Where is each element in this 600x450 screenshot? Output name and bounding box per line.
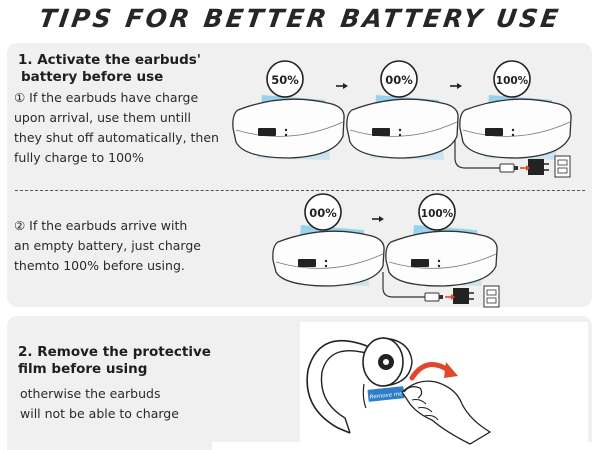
- section2-text: otherwise the earbuds will not be able t…: [20, 384, 220, 424]
- section1-heading-line1: 1. Activate the earbuds': [18, 52, 201, 68]
- section1-heading-line2: battery before use: [21, 69, 164, 85]
- charging-cable-icon: [454, 140, 571, 178]
- step-arrow-icon: [372, 216, 384, 222]
- step2-line: ② If the earbuds arrive with: [14, 218, 188, 233]
- peel-arrow-icon: [409, 362, 458, 381]
- section1-heading: 1. Activate the earbuds' battery before …: [18, 52, 238, 86]
- charging-case-00: [346, 95, 459, 160]
- panel-corner-cutout: [212, 442, 600, 450]
- step1-line: upon arrival, use them untill: [14, 110, 191, 125]
- battery-level-bubble: 50%: [266, 60, 304, 98]
- battery-level-bubble: 100%: [493, 60, 531, 98]
- section2-heading-line2: film before using: [18, 361, 148, 377]
- svg-text:100%: 100%: [496, 75, 529, 87]
- svg-text:100%: 100%: [421, 208, 454, 220]
- section2-line: otherwise the earbuds: [20, 386, 161, 401]
- step-arrow-icon: [336, 83, 348, 89]
- charging-cable-icon: [382, 272, 500, 308]
- charging-case-50: [232, 95, 345, 160]
- svg-text:Remove me: Remove me: [369, 391, 403, 400]
- charging-case-100: [459, 95, 572, 160]
- step1-line: fully charge to 100%: [14, 150, 144, 165]
- charging-case-100: [385, 225, 498, 287]
- battery-level-bubble: 100%: [418, 193, 456, 231]
- section2-heading-line1: 2. Remove the protective: [18, 344, 211, 360]
- svg-text:50%: 50%: [271, 73, 299, 87]
- step1-line: they shut off automatically, then: [14, 130, 219, 145]
- battery-level-bubble: 00%: [304, 193, 342, 231]
- step2-text: ② If the earbuds arrive with an empty ba…: [14, 216, 214, 276]
- step1-line: ① If the earbuds have charge: [14, 90, 199, 105]
- section2-heading: 2. Remove the protective film before usi…: [18, 344, 228, 378]
- step1-text: ① If the earbuds have charge upon arriva…: [14, 88, 234, 168]
- svg-text:00%: 00%: [385, 73, 413, 87]
- protective-film-tab: Remove me: [367, 386, 405, 402]
- step2-line: themto 100% before using.: [14, 258, 185, 273]
- section2-line: will not be able to charge: [20, 406, 179, 421]
- section-divider: [15, 190, 585, 191]
- charging-case-00: [272, 225, 385, 287]
- step2-line: an empty battery, just charge: [14, 238, 201, 253]
- hand-illustration: [401, 380, 492, 445]
- step-arrow-icon: [450, 83, 462, 89]
- battery-level-bubble: 00%: [380, 60, 418, 98]
- svg-text:00%: 00%: [309, 206, 337, 220]
